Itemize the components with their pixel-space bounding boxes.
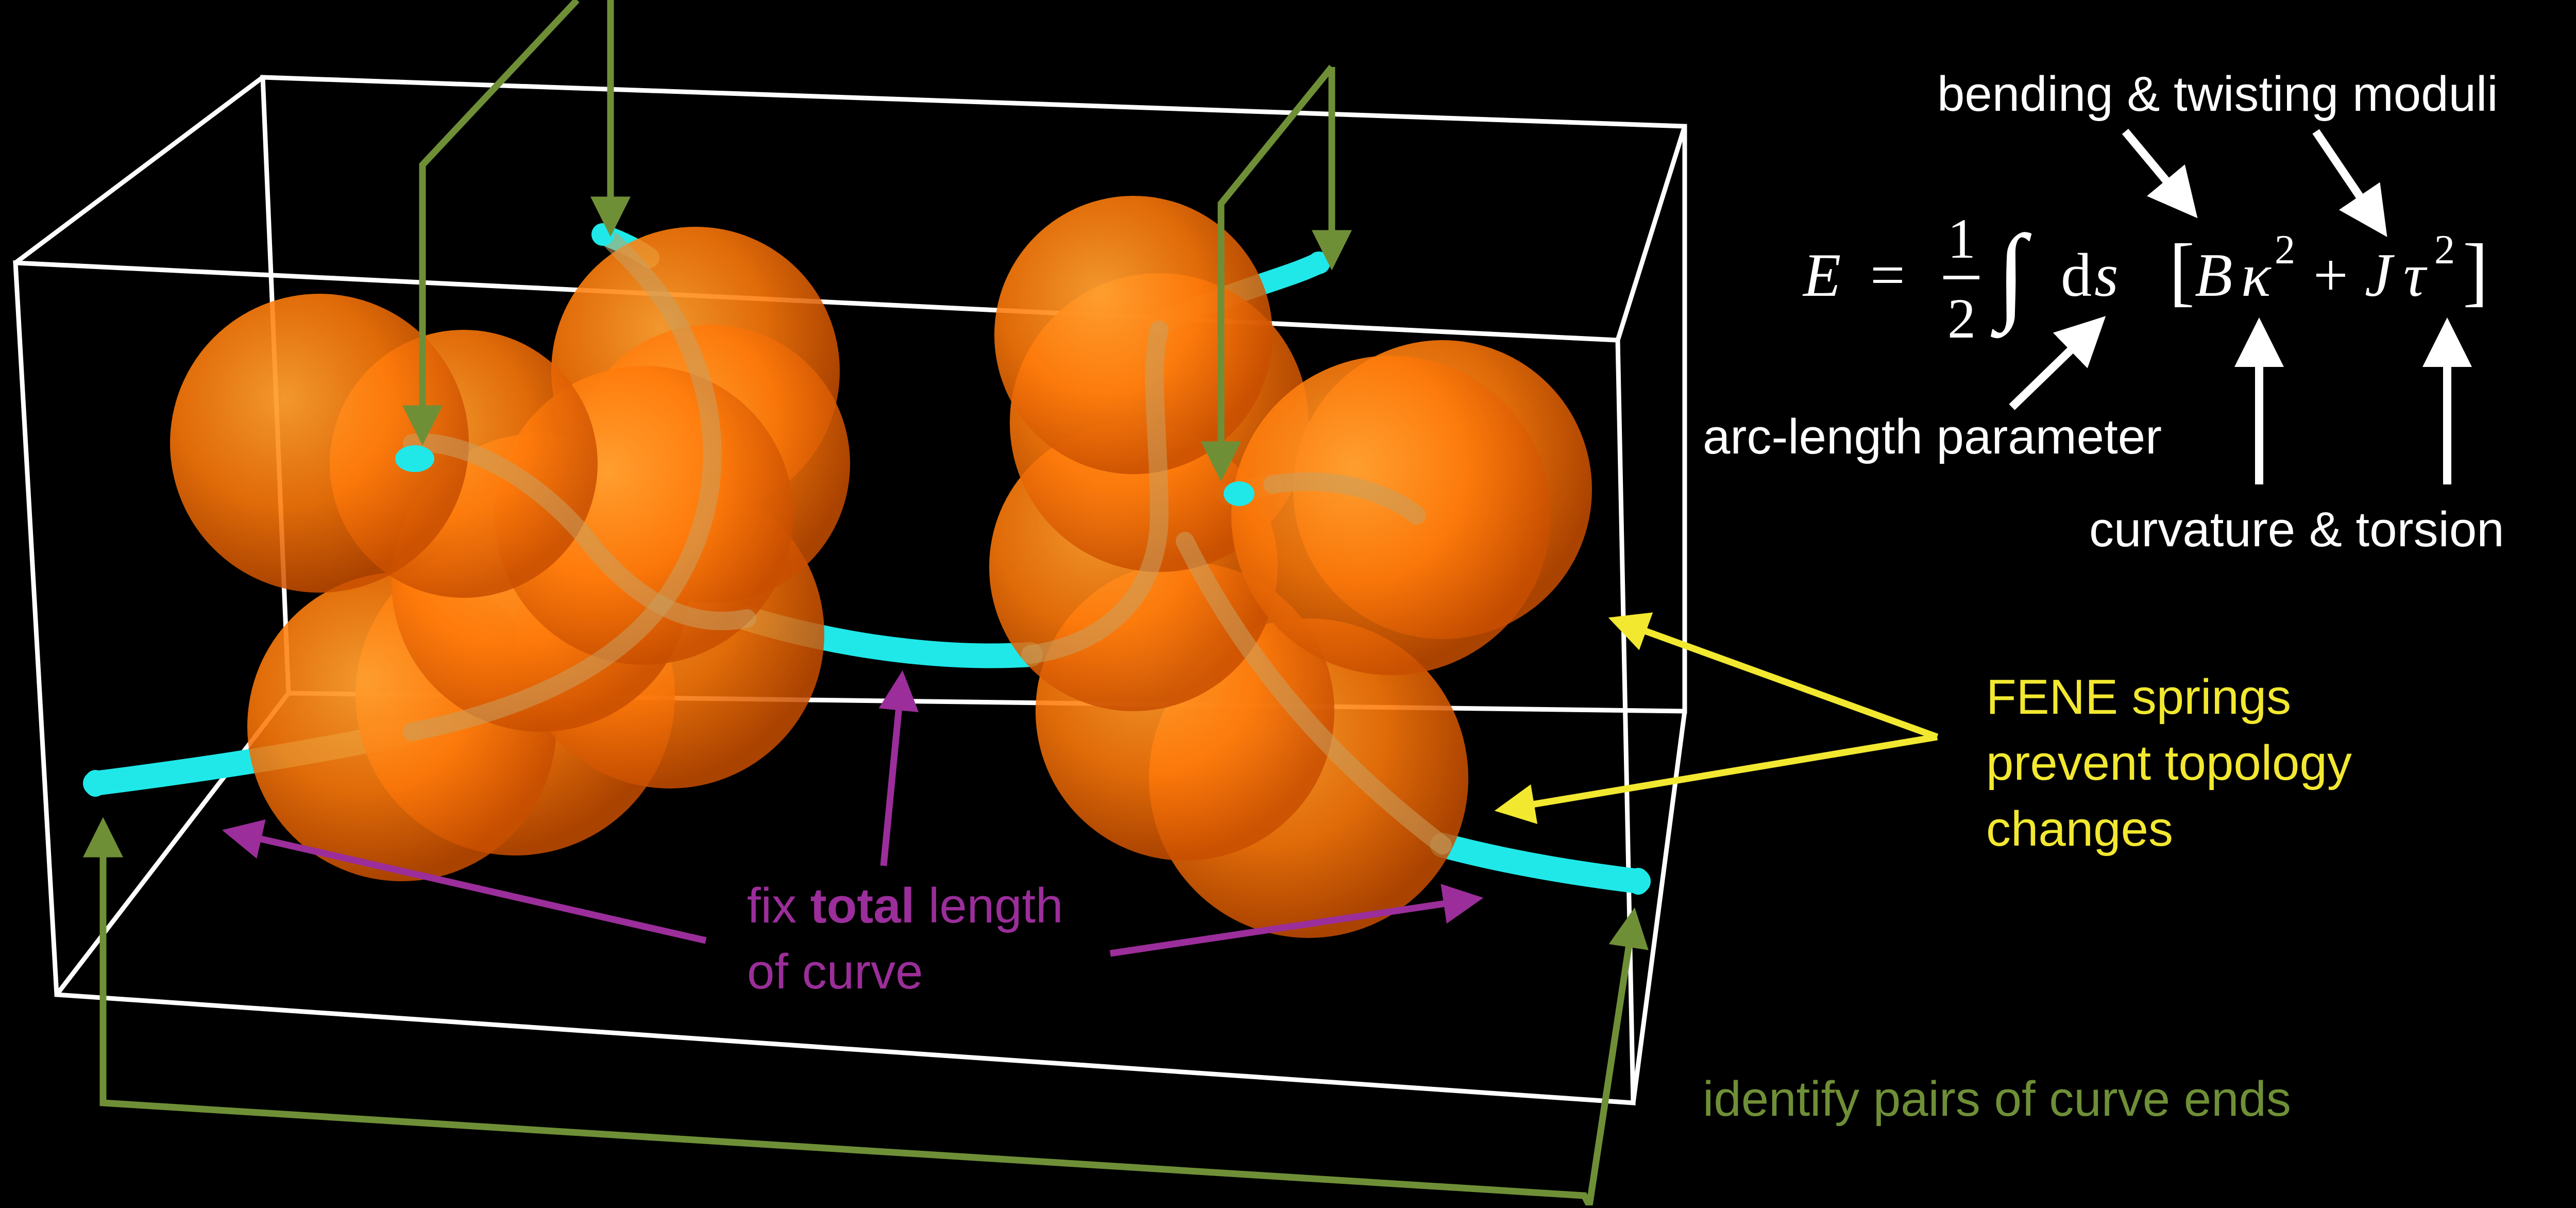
eq-s: s [2094, 241, 2119, 309]
eq-square-1: 2 [2275, 227, 2295, 273]
label-identify-ends: identify pairs of curve ends [1703, 1071, 2291, 1127]
label-fene-line-2: prevent topology [1986, 735, 2352, 791]
arrow-length-left [222, 819, 707, 944]
eq-equals: = [1870, 241, 1905, 309]
eq-d: d [2061, 241, 2092, 309]
eq-integral: ∫ [1996, 213, 2026, 333]
eq-kappa: κ [2241, 241, 2271, 309]
eq-bending-modulus: B [2195, 241, 2233, 309]
arrows-purple [222, 670, 1484, 957]
arrows-green [83, 0, 1649, 1207]
label-fix-suffix: length [914, 878, 1063, 933]
sphere-cluster-right [989, 196, 1592, 938]
label-fix-line-2: of curve [747, 944, 923, 999]
curve-tube-inside [403, 233, 1452, 854]
eq-plus: + [2313, 241, 2348, 309]
arrow-fene-upper [1608, 612, 1939, 741]
arrow-to-ds [2009, 316, 2106, 410]
eq-fraction-numerator: 1 [1947, 207, 1976, 270]
label-moduli: bending & twisting moduli [1937, 66, 2498, 122]
label-fix-bold: total [810, 878, 915, 933]
arrow-length-middle [878, 670, 919, 866]
eq-square-2: 2 [2434, 227, 2455, 273]
label-fix-prefix: fix [747, 878, 810, 933]
eq-fraction-bar [1943, 276, 1979, 279]
label-arc-length: arc-length parameter [1703, 409, 2162, 464]
energy-equation: E = 1 2 ∫ d s [ B κ 2 + J τ 2 ] [1793, 206, 2576, 371]
sphere-cluster-left [170, 227, 850, 881]
arrow-pair1-end-b [402, 0, 580, 446]
arrow-length-right [1110, 884, 1484, 957]
eq-twisting-modulus: J [2365, 241, 2393, 309]
arrow-pair3-end-right [1586, 907, 1649, 1206]
arrows-white [2009, 128, 2472, 484]
label-fene-line-3: changes [1986, 801, 2173, 857]
arrows-yellow [1494, 612, 1939, 824]
eq-tau: τ [2403, 241, 2426, 309]
arrow-pair3-end-left [83, 817, 1592, 1207]
label-curvature-torsion: curvature & torsion [2089, 502, 2504, 557]
arrow-to-twisting [2312, 129, 2387, 237]
arrow-fene-lower [1494, 733, 1938, 824]
arrow-pair2-end-b [1201, 64, 1335, 482]
label-fix-length: fix total length [747, 881, 1063, 931]
eq-energy-symbol: E [1803, 241, 1841, 309]
arrow-to-bending [2122, 128, 2198, 219]
eq-fraction-denominator: 2 [1947, 287, 1976, 350]
eq-right-bracket: ] [2463, 228, 2488, 314]
label-fene-line-1: FENE springs [1986, 669, 2292, 725]
eq-left-bracket: [ [2169, 228, 2195, 314]
